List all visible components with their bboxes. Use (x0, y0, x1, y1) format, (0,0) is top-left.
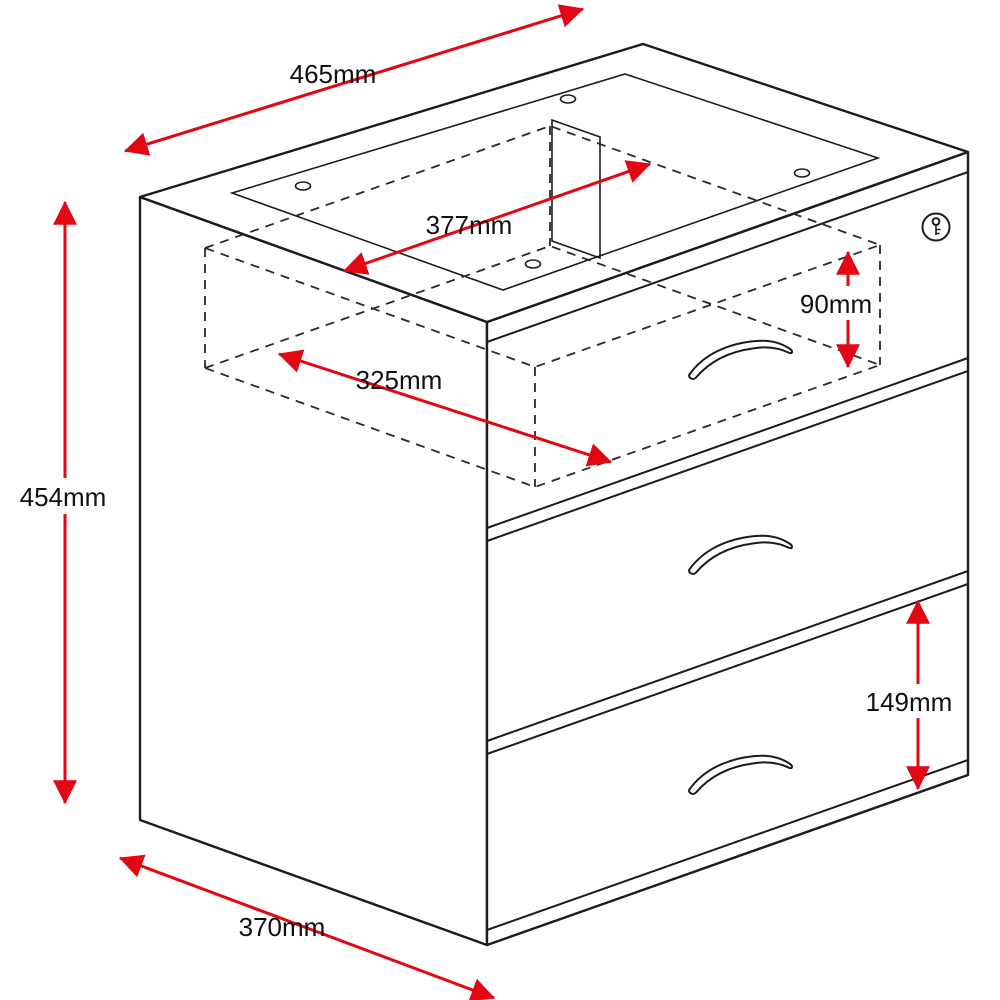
screw-hole-icon (559, 94, 577, 104)
label-background (14, 478, 112, 514)
screw-hole-icon (294, 181, 312, 191)
label-background (860, 684, 958, 718)
dimension-bottom-drawer-height: 149mm (860, 599, 958, 791)
cabinet-body (138, 42, 970, 947)
front-top-rail (486, 171, 969, 343)
dimension-label: 370mm (239, 912, 326, 942)
dimension-top-width: 465mm (123, 4, 585, 156)
cabinet-left-face (138, 195, 489, 947)
lock-icon (921, 212, 951, 242)
dimension-drawer-height: 90mm (798, 250, 874, 369)
screw-hole-icon (524, 259, 542, 269)
divider-drawer1-2a (486, 357, 969, 529)
screw-hole-icon (793, 168, 811, 178)
dimension-label: 325mm (356, 365, 443, 395)
front-bottom-rail (486, 759, 969, 931)
dimension-arrow (123, 4, 585, 156)
drawer-divisions (486, 171, 969, 931)
dimension-overall-depth: 370mm (118, 854, 496, 1000)
divider-drawer2-3b (486, 583, 969, 755)
dimension-drawer-depth: 325mm (277, 349, 613, 467)
dimension-arrow (118, 854, 496, 1000)
dimension-label: 465mm (290, 59, 377, 89)
divider-drawer1-2b (486, 370, 969, 542)
dimension-overall-height: 454mm (14, 200, 112, 805)
hidden-box-bottom (202, 245, 883, 488)
dimension-label: 90mm (800, 289, 872, 319)
dimension-label: 377mm (426, 210, 513, 240)
dimension-inner-width: 377mm (342, 160, 652, 275)
label-background (798, 286, 874, 320)
dimension-label: 149mm (866, 687, 953, 717)
dimension-arrow (277, 349, 613, 467)
divider-drawer2-3a (486, 570, 969, 742)
dimension-arrow (342, 160, 652, 275)
dimension-label: 454mm (20, 482, 107, 512)
dimension-annotations: 465mm 454mm 370mm 377mm 90mm 325mm (14, 4, 958, 1000)
